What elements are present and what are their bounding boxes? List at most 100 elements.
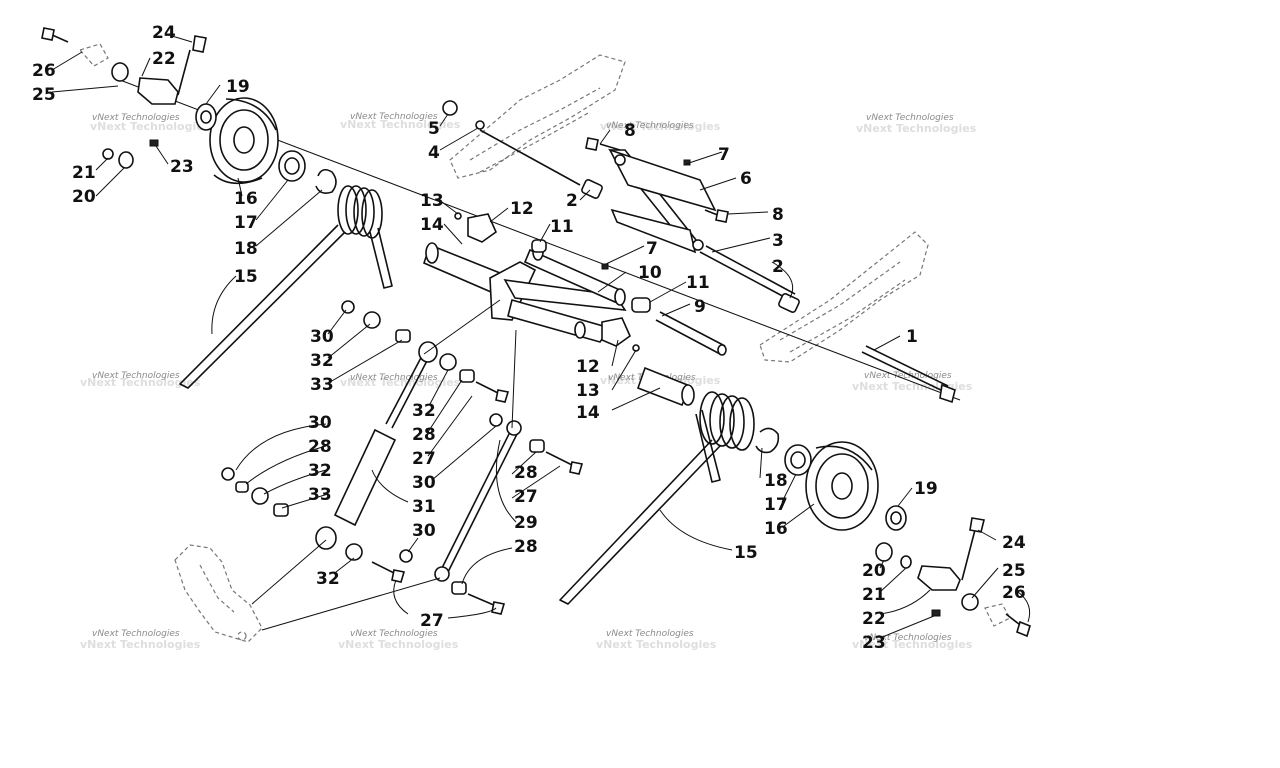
callout-28: 28 <box>514 463 538 483</box>
snap-ring-left <box>315 168 337 194</box>
shock-hardware <box>221 300 510 583</box>
spacer-19-left <box>195 103 217 131</box>
callout-22: 22 <box>862 609 886 629</box>
slide-rail-lower <box>759 231 929 363</box>
svg-text:vNext Technologies: vNext Technologies <box>92 371 180 381</box>
callout-2: 2 <box>566 191 578 211</box>
idler-wheel-left <box>209 97 279 185</box>
callout-17: 17 <box>234 213 258 233</box>
idler-wheel-right <box>805 441 879 531</box>
callout-20: 20 <box>72 187 96 207</box>
callout-30: 30 <box>412 473 436 493</box>
callout-27: 27 <box>514 487 538 507</box>
snap-ring-right <box>755 427 780 454</box>
shock-absorber <box>315 341 438 550</box>
front-arm-bracket <box>608 148 717 254</box>
callout-28: 28 <box>514 537 538 557</box>
svg-text:vNext Technologies: vNext Technologies <box>866 113 954 123</box>
callout-28: 28 <box>308 437 332 457</box>
callout-7: 7 <box>718 145 730 165</box>
callout-32: 32 <box>308 461 332 481</box>
callout-20: 20 <box>862 561 886 581</box>
svg-text:vNext Technologies: vNext Technologies <box>864 371 952 381</box>
callout-9: 9 <box>694 297 706 317</box>
callout-13: 13 <box>576 381 600 401</box>
callout-17: 17 <box>764 495 788 515</box>
callout-28: 28 <box>412 425 436 445</box>
spacer-19-right <box>885 505 907 531</box>
callout-31: 31 <box>412 497 436 517</box>
svg-text:vNext Technologies: vNext Technologies <box>350 373 438 383</box>
callout-11: 11 <box>686 273 710 293</box>
svg-text:vNext Technologies: vNext Technologies <box>80 376 201 389</box>
bearing-left <box>278 150 306 182</box>
svg-text:vNext Technologies: vNext Technologies <box>92 113 180 123</box>
callout-14: 14 <box>420 215 444 235</box>
callout-12: 12 <box>510 199 534 219</box>
callout-27: 27 <box>412 449 436 469</box>
svg-text:vNext Technologies: vNext Technologies <box>338 638 459 651</box>
slide-rail-upper <box>449 54 626 179</box>
svg-text:vNext Technologies: vNext Technologies <box>80 638 201 651</box>
callout-26: 26 <box>32 61 56 81</box>
callout-27: 27 <box>420 611 444 631</box>
svg-text:vNext Technologies: vNext Technologies <box>606 121 694 131</box>
svg-text:vNext Technologies: vNext Technologies <box>852 638 973 651</box>
callout-19: 19 <box>226 77 250 97</box>
callout-12: 12 <box>576 357 600 377</box>
svg-text:vNext Technologies: vNext Technologies <box>596 638 717 651</box>
callout-16: 16 <box>234 189 258 209</box>
pivot-shaft <box>655 311 727 356</box>
callout-18: 18 <box>234 239 258 259</box>
callout-15: 15 <box>734 543 758 563</box>
center-hardware <box>442 100 729 352</box>
callout-18: 18 <box>764 471 788 491</box>
torsion-spring-left <box>179 185 393 389</box>
torsion-spring-right <box>559 391 755 605</box>
callout-24: 24 <box>152 23 176 43</box>
bearing-right <box>784 444 812 476</box>
callout-3: 3 <box>772 231 784 251</box>
callout-24: 24 <box>1002 533 1026 553</box>
svg-text:vNext Technologies: vNext Technologies <box>350 112 438 122</box>
leader-lines <box>51 35 1031 639</box>
callout-30: 30 <box>412 521 436 541</box>
callout-25: 25 <box>1002 561 1026 581</box>
callout-23: 23 <box>862 633 886 653</box>
svg-text:vNext Technologies: vNext Technologies <box>606 629 694 639</box>
callout-33: 33 <box>308 485 332 505</box>
link-rod <box>399 413 584 615</box>
callout-33: 33 <box>310 375 334 395</box>
callout-16: 16 <box>764 519 788 539</box>
svg-text:vNext Technologies: vNext Technologies <box>340 376 461 389</box>
right-hardware <box>875 517 1031 638</box>
callout-4: 4 <box>428 143 440 163</box>
svg-text:vNext Technologies: vNext Technologies <box>600 120 721 133</box>
svg-text:vNext Technologies: vNext Technologies <box>864 633 952 643</box>
callout-32: 32 <box>310 351 334 371</box>
callout-11: 11 <box>550 217 574 237</box>
callout-32: 32 <box>316 569 340 589</box>
callout-32: 32 <box>412 401 436 421</box>
callout-10: 10 <box>638 263 662 283</box>
callout-19: 19 <box>914 479 938 499</box>
callout-15: 15 <box>234 267 258 287</box>
callout-7: 7 <box>646 239 658 259</box>
callout-14: 14 <box>576 403 600 423</box>
callout-21: 21 <box>862 585 886 605</box>
callout-30: 30 <box>310 327 334 347</box>
callout-2: 2 <box>772 257 784 277</box>
callout-26: 26 <box>1002 583 1026 603</box>
callout-13: 13 <box>420 191 444 211</box>
callouts: 1 2 2 3 4 5 6 7 7 8 8 9 10 11 11 12 12 1… <box>32 23 1026 653</box>
callout-29: 29 <box>514 513 538 533</box>
callout-23: 23 <box>170 157 194 177</box>
